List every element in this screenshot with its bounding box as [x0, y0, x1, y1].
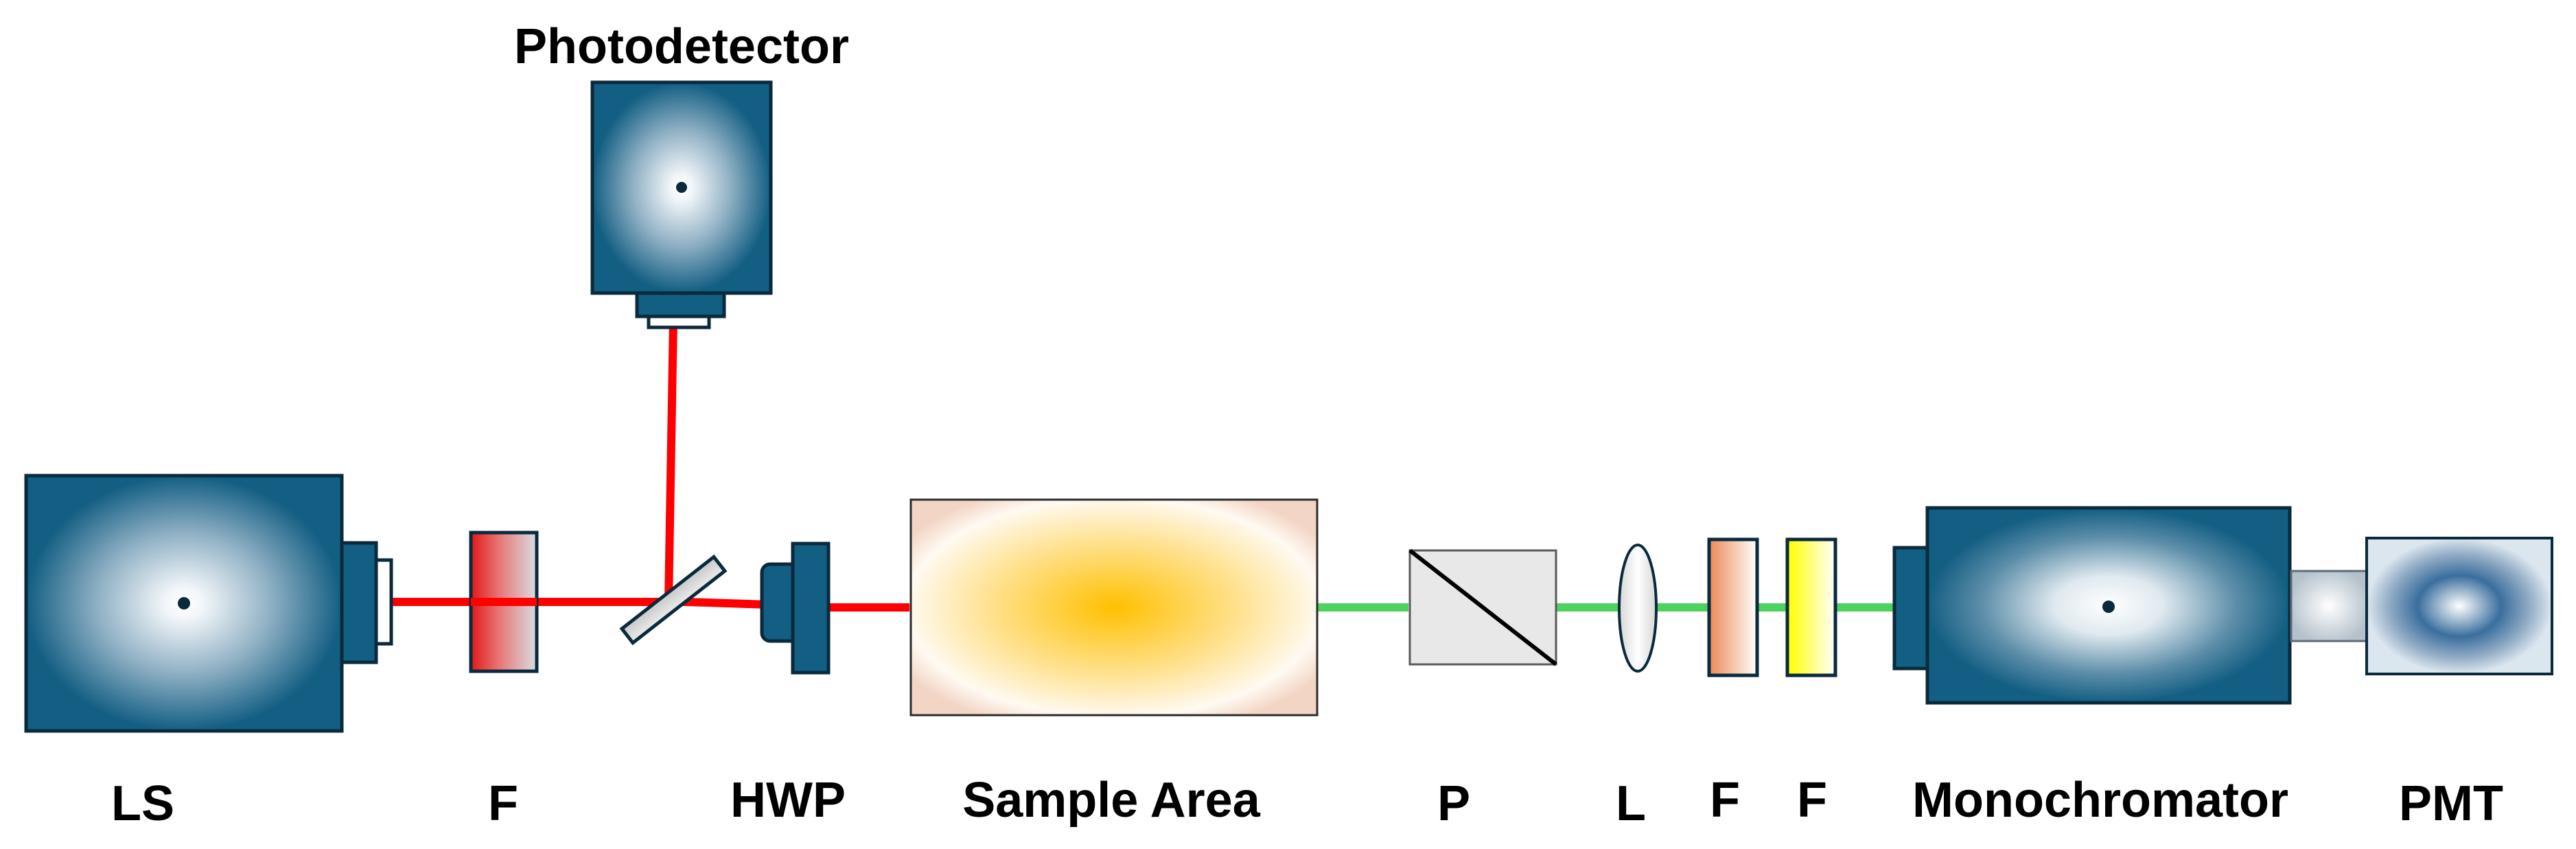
- beam-splitter: [619, 554, 728, 646]
- sample-area-label: Sample Area: [962, 773, 1261, 828]
- polarizer: [1408, 548, 1557, 666]
- filter-3: [1785, 537, 1837, 677]
- photodetector-label: Photodetector: [514, 19, 849, 74]
- filter-1-label: F: [488, 776, 518, 831]
- polarizer-label: P: [1437, 776, 1470, 831]
- monochromator: [1892, 506, 2292, 705]
- lens-label: L: [1616, 776, 1646, 831]
- photodetector: [590, 80, 773, 329]
- pmt-label: PMT: [2399, 776, 2503, 831]
- lens: [1618, 544, 1658, 673]
- light-source: [24, 474, 393, 733]
- half-wave-plate: [760, 542, 831, 675]
- sample-area: [909, 498, 1319, 717]
- filter-3-label: F: [1797, 773, 1827, 828]
- pmt-adapter: [2290, 570, 2368, 642]
- monochromator-label: Monochromator: [1912, 773, 2288, 828]
- light-source-label: LS: [111, 776, 174, 831]
- filter-2-label: F: [1710, 773, 1740, 828]
- pmt: [2365, 537, 2553, 675]
- filter-2: [1707, 537, 1759, 677]
- half-wave-plate-label: HWP: [730, 773, 846, 828]
- red-beam: [391, 320, 909, 612]
